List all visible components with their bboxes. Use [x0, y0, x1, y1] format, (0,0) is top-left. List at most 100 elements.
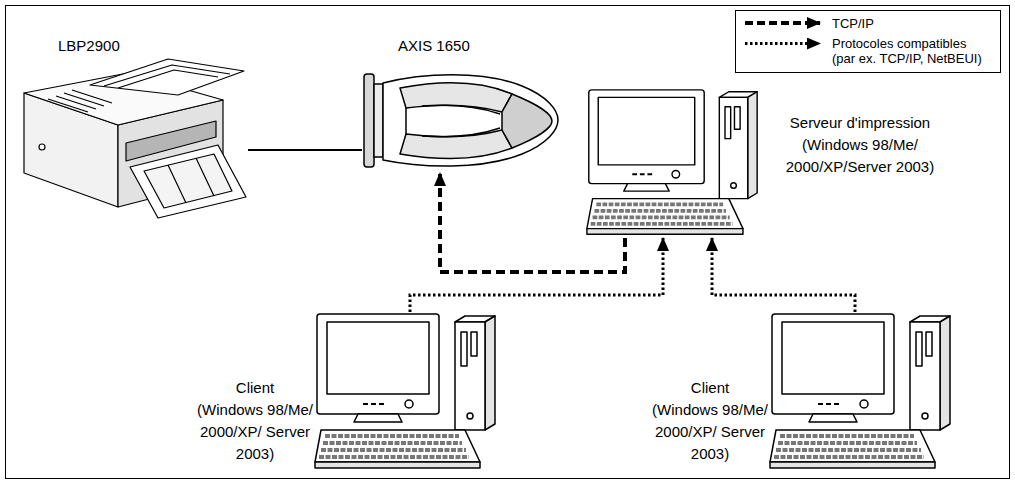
illustration-part [734, 107, 740, 130]
illustration-part [315, 430, 480, 462]
illustration-part [598, 97, 694, 165]
device-label: LBP2900 [58, 37, 178, 55]
illustration-part [910, 322, 940, 430]
client-computer: Client(Windows 98/Me/ 2000/XP/ Server 20… [313, 312, 498, 472]
illustration-part [809, 414, 857, 422]
illustration-part [467, 413, 473, 419]
illustration-part [118, 70, 218, 88]
illustration-part [589, 90, 704, 184]
printer-illustration [18, 55, 248, 220]
computer-illustration [585, 88, 760, 238]
illustration-part [922, 413, 928, 419]
illustration-part [719, 97, 747, 198]
legend-label: TCP/IP [832, 16, 992, 31]
label-block: Serveur d'impression(Windows 98/Me/ 2000… [774, 112, 946, 178]
computer-label: Client [645, 377, 775, 399]
illustration-part [940, 316, 950, 430]
illustration-part [587, 229, 743, 235]
illustration-part [471, 332, 477, 356]
illustration-part [485, 316, 495, 430]
legend: TCP/IP Protocoles compatibles (par ex. TC… [735, 10, 1001, 73]
node-illustration [18, 55, 248, 220]
illustration-part [587, 199, 743, 229]
label-block: Client(Windows 98/Me/ 2000/XP/ Server 20… [190, 377, 320, 465]
label-block: Client(Windows 98/Me/ 2000/XP/ Server 20… [645, 377, 775, 465]
printer: LBP2900 [18, 55, 248, 220]
protocol-connector [712, 238, 855, 312]
illustration-part [502, 94, 552, 148]
computer-label: (Windows 98/Me/ 2000/XP/Server 2003) [774, 134, 946, 178]
illustration-part [770, 462, 935, 468]
illustration-part [130, 145, 246, 218]
label-block: LBP2900 [58, 37, 178, 55]
printer-cable [248, 149, 362, 151]
computer-illustration [768, 312, 953, 472]
illustration-part [354, 414, 402, 422]
illustration-part [400, 130, 512, 158]
illustration-part [48, 90, 112, 112]
illustration-part [926, 332, 932, 356]
illustration-part [461, 332, 467, 366]
illustration-part [374, 84, 383, 157]
computer-label: (Windows 98/Me/ 2000/XP/ Server 2003) [645, 399, 775, 465]
figure-frame [6, 6, 1010, 479]
illustration-part [770, 314, 950, 468]
illustration-part [455, 322, 485, 430]
illustration-part [725, 107, 731, 139]
illustration-part [860, 400, 868, 408]
illustration-part [317, 314, 439, 414]
illustration-part [168, 158, 214, 203]
illustration-part [916, 332, 922, 366]
illustration-part [405, 400, 413, 408]
illustration-part [24, 59, 246, 218]
illustration-part [632, 173, 652, 175]
illustration-part [587, 90, 757, 234]
client-computer: Client(Windows 98/Me/ 2000/XP/ Server 20… [768, 312, 953, 472]
label-block: AXIS 1650 [398, 37, 518, 55]
illustration-part [774, 436, 924, 457]
illustration-part [772, 314, 894, 414]
print-server-device: AXIS 1650 [362, 68, 560, 173]
illustration-part [731, 183, 737, 189]
node-illustration [768, 312, 953, 472]
illustration-part [364, 74, 374, 167]
illustration-part [319, 436, 469, 457]
illustration-part [327, 322, 429, 394]
illustration-part [383, 75, 558, 166]
legend-label: Protocoles compatibles (par ex. TCP/IP, … [832, 36, 988, 66]
illustration-part [90, 59, 244, 95]
computer-label: (Windows 98/Me/ 2000/XP/ Server 2003) [190, 399, 320, 465]
illustration-part [624, 184, 669, 192]
server-computer: Serveur d'impression(Windows 98/Me/ 2000… [585, 88, 760, 238]
illustration-part [770, 430, 935, 462]
illustration-part [319, 436, 469, 457]
illustration-part [672, 171, 680, 179]
illustration-part [774, 436, 924, 457]
node-illustration [585, 88, 760, 238]
connector-group [248, 150, 855, 312]
tcpip-connector [440, 173, 625, 272]
device-label: AXIS 1650 [398, 37, 518, 55]
illustration-part [315, 314, 495, 468]
illustration-part [364, 74, 558, 167]
illustration-part [782, 322, 884, 394]
illustration-part [144, 154, 232, 208]
protocol-connector [410, 238, 663, 312]
illustration-part [591, 204, 733, 224]
illustration-part [591, 204, 733, 224]
illustration-part [400, 83, 512, 112]
illustration-part [315, 462, 480, 468]
illustration-part [818, 403, 839, 405]
print-server-illustration [362, 68, 560, 173]
legend-dashed-sample [745, 21, 820, 25]
node-illustration [362, 68, 560, 173]
computer-label: Client [190, 377, 320, 399]
illustration-part [363, 403, 384, 405]
illustration-part [748, 92, 757, 199]
illustration-part [406, 105, 500, 136]
legend-dotted-sample [745, 42, 820, 45]
computer-label: Serveur d'impression [774, 112, 946, 134]
node-illustration [313, 312, 498, 472]
